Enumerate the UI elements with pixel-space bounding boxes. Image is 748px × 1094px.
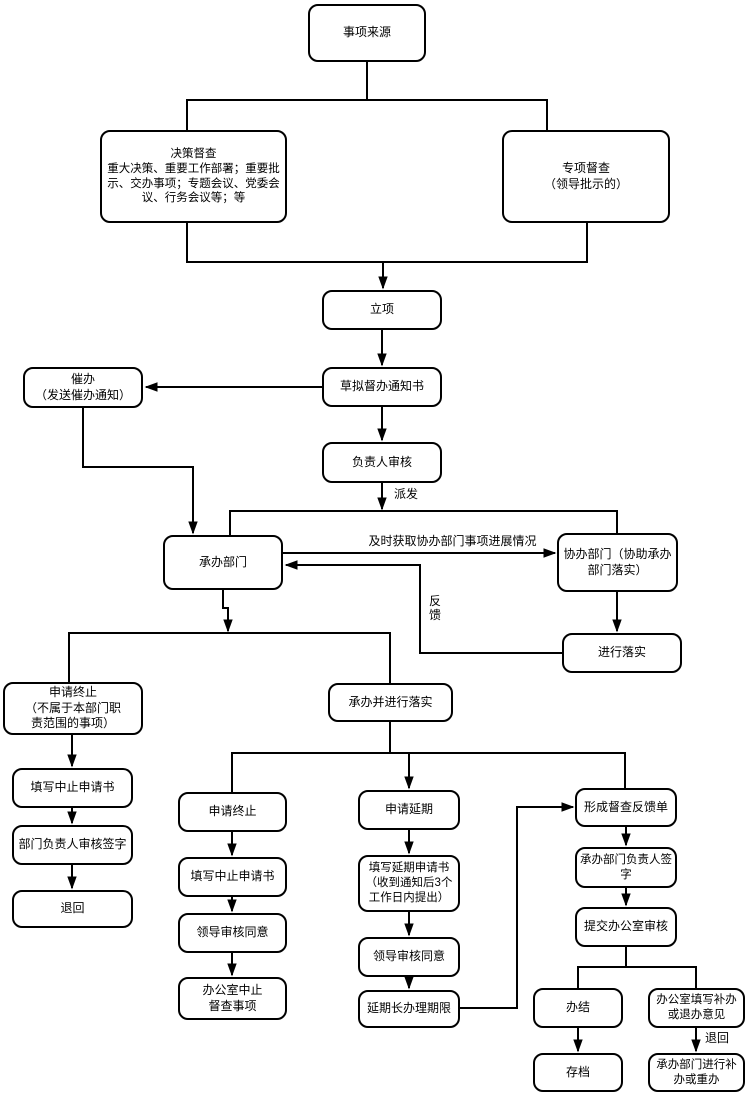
edge-source-split (186, 62, 548, 130)
node-submit-office-review: 提交办公室审核 (575, 907, 677, 947)
node-undertaking-dept: 承办部门 (163, 535, 283, 590)
node-dept-head-sign: 部门负责人审核签字 (12, 825, 133, 865)
node-project-initiation: 立项 (322, 290, 442, 330)
edge-branch-bar-2 (231, 722, 626, 792)
node-implement: 进行落实 (562, 633, 682, 673)
node-leader-approve-stop: 领导审核同意 (178, 913, 287, 953)
label-progress-info: 及时获取协办部门事项进展情况 (368, 534, 537, 548)
node-undertake-head-sign: 承办部门负责人签 字 (575, 847, 677, 888)
edge-submit-split (577, 947, 697, 988)
node-office-stop-supervision: 办公室中止 督查事项 (178, 977, 287, 1020)
node-apply-terminate: 申请终止 (178, 792, 287, 832)
node-return-left: 退回 (12, 890, 133, 928)
node-apply-delay: 申请延期 (358, 790, 460, 830)
node-fill-stop-form-left: 填写中止申请书 (12, 768, 133, 808)
label-feedback: 反 馈 (429, 594, 442, 622)
node-archive: 存档 (533, 1053, 623, 1092)
node-fill-delay-form: 填写延期申请书 （收到通知后3个 工作日内提出） (358, 855, 460, 912)
edge-feedback-loop (284, 560, 562, 654)
node-supervision-feedback-form: 形成督查反馈单 (575, 788, 677, 827)
edge-extend-feedbackform (460, 802, 575, 1009)
node-office-fill-opinion: 办公室填写补办 或退办意见 (648, 988, 745, 1028)
edge-merge-bar (186, 223, 588, 263)
node-special-supervision: 专项督查 （领导批示的） (502, 130, 670, 223)
node-close-case: 办结 (533, 988, 623, 1028)
edge-urge-undertaking (82, 408, 198, 535)
label-dispatch: 派发 (394, 487, 419, 501)
node-decision-supervision: 决策督查 重大决策、重要工作部署；重要批 示、交办事项；专题会议、党委会 议、行… (100, 130, 287, 223)
node-urge: 催办 （发送催办通知） (23, 367, 143, 408)
node-draft-notice: 草拟督办通知书 (322, 367, 442, 407)
node-redo: 承办部门进行补 办或重办 (648, 1053, 745, 1092)
node-matter-source: 事项来源 (308, 4, 426, 62)
label-return: 退回 (705, 1031, 730, 1045)
node-responsible-review: 负责人审核 (322, 442, 442, 483)
edge-branch-bar-1 (68, 632, 391, 683)
node-extend-deadline: 延期长办理期限 (358, 990, 460, 1028)
node-fill-stop-form: 填写中止申请书 (178, 857, 287, 897)
node-assisting-dept: 协办部门（协助承办 部门落实） (557, 533, 678, 592)
edge-dispatch-bar (229, 510, 618, 535)
node-leader-approve-delay: 领导审核同意 (358, 937, 460, 977)
node-undertake-implement: 承办并进行落实 (328, 683, 453, 722)
node-apply-terminate-outofscope: 申请终止 （不属于本部门职 责范围的事项） (3, 682, 143, 735)
edge-undertaking-branch (222, 590, 233, 633)
